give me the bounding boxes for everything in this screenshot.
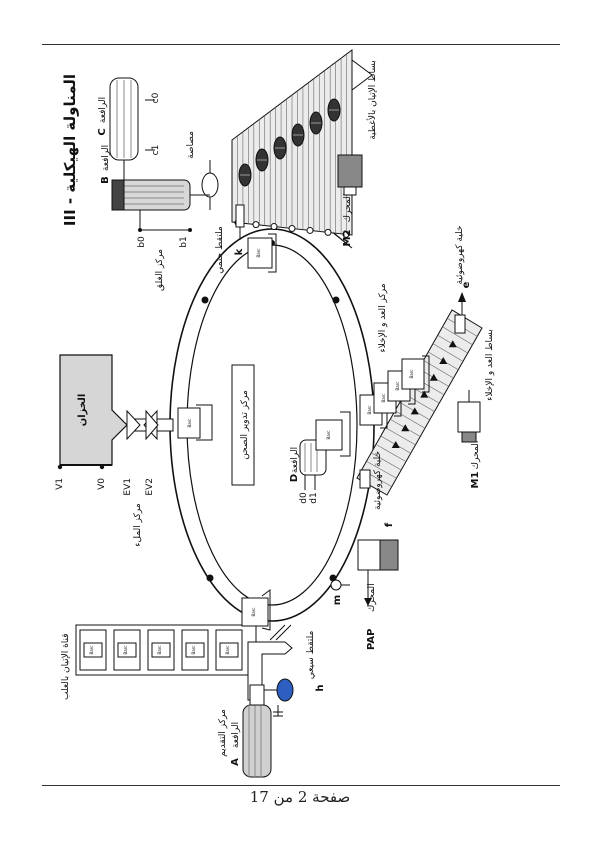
feed-post-label: مركز التقديم bbox=[218, 709, 228, 757]
cap bbox=[239, 164, 251, 186]
motor-m2-letters: M2 bbox=[342, 230, 353, 247]
jack-d-letter: D bbox=[289, 474, 300, 482]
motor-m1-letters: M1 bbox=[470, 472, 481, 489]
sensor-m-label: m bbox=[332, 595, 343, 605]
rotation-post-label: مركز تدوير الصحن bbox=[240, 390, 250, 460]
jack-b bbox=[112, 180, 210, 232]
photocell-e-letter: e bbox=[461, 281, 472, 288]
sensor-h-label: h bbox=[315, 684, 326, 691]
jack-b-letter: B bbox=[100, 176, 111, 184]
svg-text:Barc: Barc bbox=[187, 419, 192, 428]
sensor-b1-label: b1 bbox=[179, 236, 189, 247]
ultrasonic-label: ملتقط سيعي bbox=[306, 631, 316, 680]
svg-text:Barc: Barc bbox=[123, 646, 128, 655]
motor-pap-letters: PAP bbox=[366, 629, 377, 650]
input-can: Barc bbox=[114, 630, 140, 670]
svg-text:Barc: Barc bbox=[409, 370, 414, 379]
can-at-closing: Barc bbox=[248, 234, 276, 272]
motor-pap-label: المحرك bbox=[367, 583, 377, 612]
photocell-e-label: خلية كهروضوئية bbox=[455, 225, 465, 284]
jack-c-label: الرافعة bbox=[98, 97, 108, 123]
jack-c bbox=[110, 78, 155, 180]
cap bbox=[274, 137, 286, 159]
motor-m1 bbox=[458, 390, 480, 442]
mech-sensor-label: ملتقط حتمي bbox=[215, 226, 225, 274]
sensor-c0-label: c0 bbox=[151, 92, 161, 103]
jack-c-letter: C bbox=[97, 128, 108, 135]
input-channel: Barc Barc Barc Barc Barc bbox=[76, 625, 256, 675]
input-can: Barc bbox=[182, 630, 208, 670]
input-can: Barc bbox=[80, 630, 106, 670]
suction-label: مصاصة bbox=[186, 131, 196, 159]
closing-post-label: مركز الغلق bbox=[155, 249, 165, 291]
svg-text:Barc: Barc bbox=[225, 646, 230, 655]
tank-label: الخزان bbox=[77, 394, 88, 427]
jack-d: Barc bbox=[300, 412, 350, 490]
sensor-b0-label: b0 bbox=[137, 236, 147, 248]
photocell-f-letter: f bbox=[384, 522, 395, 527]
svg-text:Barc: Barc bbox=[191, 646, 196, 655]
input-can: Barc bbox=[148, 630, 174, 670]
rotary-table bbox=[170, 229, 374, 621]
ultrasonic-sensor bbox=[260, 679, 293, 701]
photocell-f-label: خلية كهروضوئية bbox=[373, 451, 383, 510]
cap bbox=[292, 124, 304, 146]
jack-d-label: الرافعة bbox=[290, 447, 300, 473]
svg-text:Barc: Barc bbox=[157, 646, 162, 655]
jack-a-letter: A bbox=[230, 758, 241, 766]
svg-text:Barc: Barc bbox=[89, 646, 94, 655]
section-title: III - المناولة الهيكلية bbox=[61, 74, 79, 226]
svg-text:Barc: Barc bbox=[251, 608, 256, 617]
tank bbox=[58, 355, 173, 469]
valve-ev2-label: EV2 bbox=[145, 478, 155, 496]
input-can: Barc bbox=[216, 630, 242, 670]
cap bbox=[328, 99, 340, 121]
page-footer: صفحة 2 من 17 bbox=[0, 788, 600, 806]
svg-text:Barc: Barc bbox=[367, 406, 372, 415]
svg-text:Barc: Barc bbox=[326, 431, 331, 440]
jack-a-label: الرافعة bbox=[231, 722, 241, 748]
sensor-k-letter: k bbox=[234, 248, 245, 255]
cap bbox=[256, 149, 268, 171]
mech-sensor-k bbox=[236, 205, 244, 240]
sensor-d1-label: d1 bbox=[309, 492, 319, 503]
suction-cup bbox=[202, 160, 218, 210]
input-channel-label: قناة الإتيان بالعلب bbox=[61, 633, 71, 700]
cap-belt-label: بساط الإتيان بالأغطية bbox=[366, 60, 378, 140]
motor-m1-label: المحرك bbox=[471, 441, 481, 470]
sensor-c1-label: c1 bbox=[151, 145, 161, 156]
level-v0-label: V0 bbox=[97, 478, 107, 490]
can-at-filling: Barc bbox=[178, 405, 212, 440]
valve-ev1-label: EV1 bbox=[123, 478, 133, 496]
svg-text:Barc: Barc bbox=[256, 249, 261, 258]
exit-belt-label: بساط العد و الإخلاء bbox=[485, 329, 495, 401]
motor-m2-label: المحرك bbox=[343, 194, 353, 223]
cap bbox=[310, 112, 322, 134]
sensor-d0-label: d0 bbox=[299, 492, 309, 504]
filling-post-label: مركز الملء bbox=[133, 503, 143, 547]
level-v1-label: V1 bbox=[55, 478, 65, 490]
svg-text:Barc: Barc bbox=[395, 382, 400, 391]
svg-text:Barc: Barc bbox=[381, 394, 386, 403]
count-post-label: مركز العد و الإخلاء bbox=[378, 283, 388, 352]
